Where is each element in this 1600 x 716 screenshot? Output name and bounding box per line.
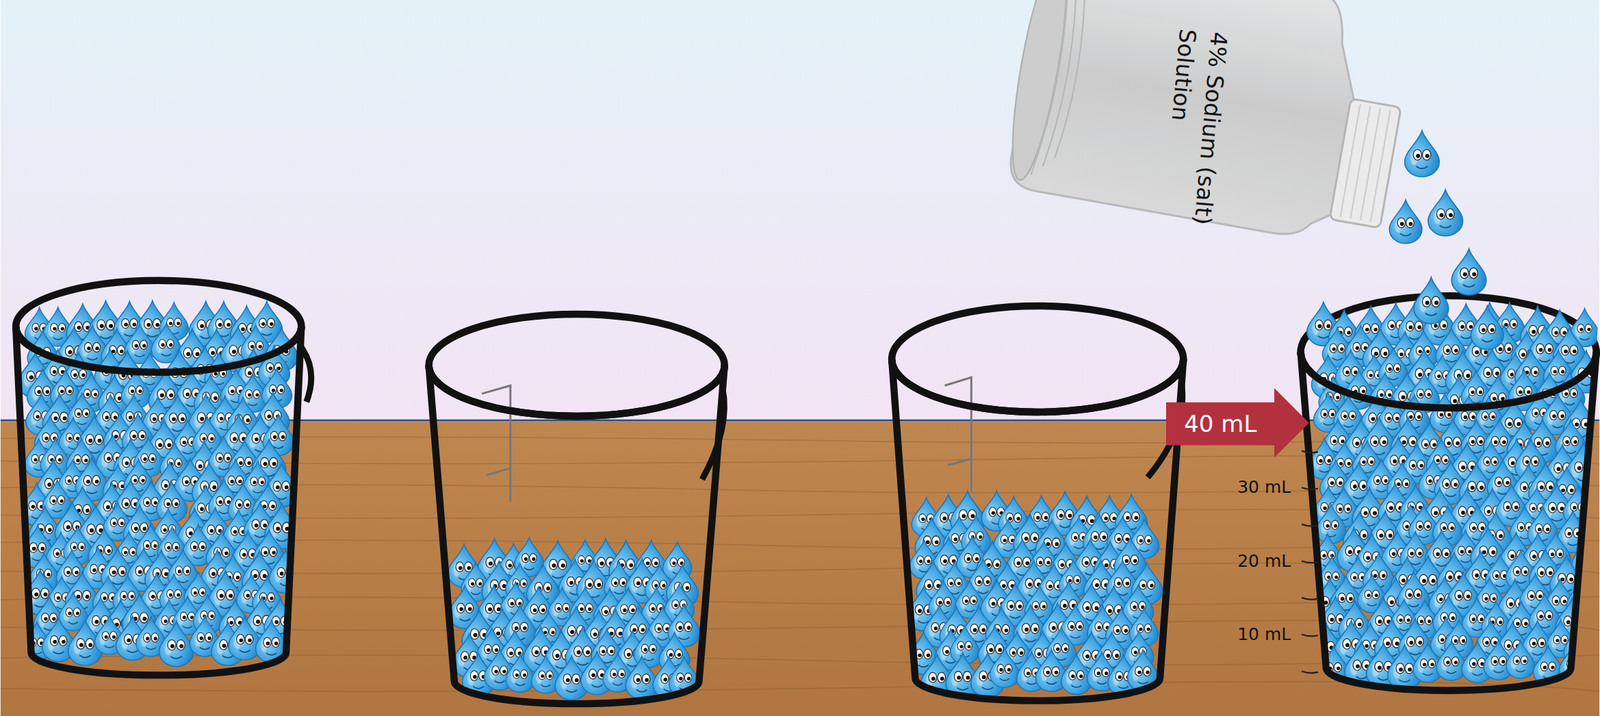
bottle-rings (1031, 0, 1096, 180)
beaker-rim-front (1300, 351, 1597, 408)
water-drops (1307, 301, 1600, 690)
water-drop (1315, 503, 1346, 544)
scale-ticks (1301, 450, 1319, 674)
volume-label: 10 mL (1237, 623, 1291, 644)
cap-ridges (1340, 104, 1391, 223)
beaker-spout (299, 344, 311, 402)
water-drop (268, 549, 302, 593)
water-drops (906, 490, 1163, 699)
beaker-body (15, 326, 302, 676)
beaker-rim-back (429, 314, 725, 417)
salt-solution-bottle (1000, 0, 1419, 252)
water-drop (1061, 653, 1092, 694)
volume-tag-text: 40 mL (1166, 388, 1275, 460)
water-drop (1428, 189, 1464, 236)
volume-label: 30 mL (1237, 476, 1291, 497)
wood-grain (0, 436, 1600, 692)
water-drop (625, 656, 658, 700)
beaker-rim-front (15, 326, 302, 373)
water-drop (505, 654, 535, 693)
beaker-rim-front (891, 358, 1184, 412)
volume-label: 20 mL (1237, 550, 1291, 571)
water-drop (989, 648, 1019, 688)
beaker-rim-back (15, 280, 302, 373)
water-drops (447, 537, 700, 700)
beaker-body (1300, 351, 1597, 691)
water-drop (1436, 640, 1467, 681)
bottle-label-text: 4% Sodium (salt) Solution (1153, 27, 1234, 238)
bottle-label: 4% Sodium (salt) Solution (1101, 30, 1286, 235)
water-drop (1506, 639, 1535, 679)
water-drop (1470, 305, 1504, 350)
beaker (1300, 295, 1600, 691)
pouring-drops (1389, 130, 1504, 350)
beaker-rim-front (429, 364, 725, 417)
water-drop (1389, 199, 1423, 244)
beaker-spout (702, 387, 725, 480)
bottle-base (1001, 0, 1078, 184)
beaker-body (429, 364, 725, 704)
water-drop (1404, 130, 1440, 177)
water-drop (159, 620, 194, 666)
beaker-rim-back (891, 305, 1184, 412)
water-drop (1413, 277, 1449, 324)
beaker (15, 280, 312, 676)
beaker-body (891, 358, 1184, 701)
bottle-cap (1329, 98, 1401, 228)
sky-background (0, 0, 1600, 421)
beaker (891, 305, 1184, 701)
graduation-marks (945, 377, 972, 492)
arrow-tag: 40 mL (1166, 388, 1310, 462)
beaker (429, 314, 725, 704)
water-drop (1451, 249, 1487, 295)
